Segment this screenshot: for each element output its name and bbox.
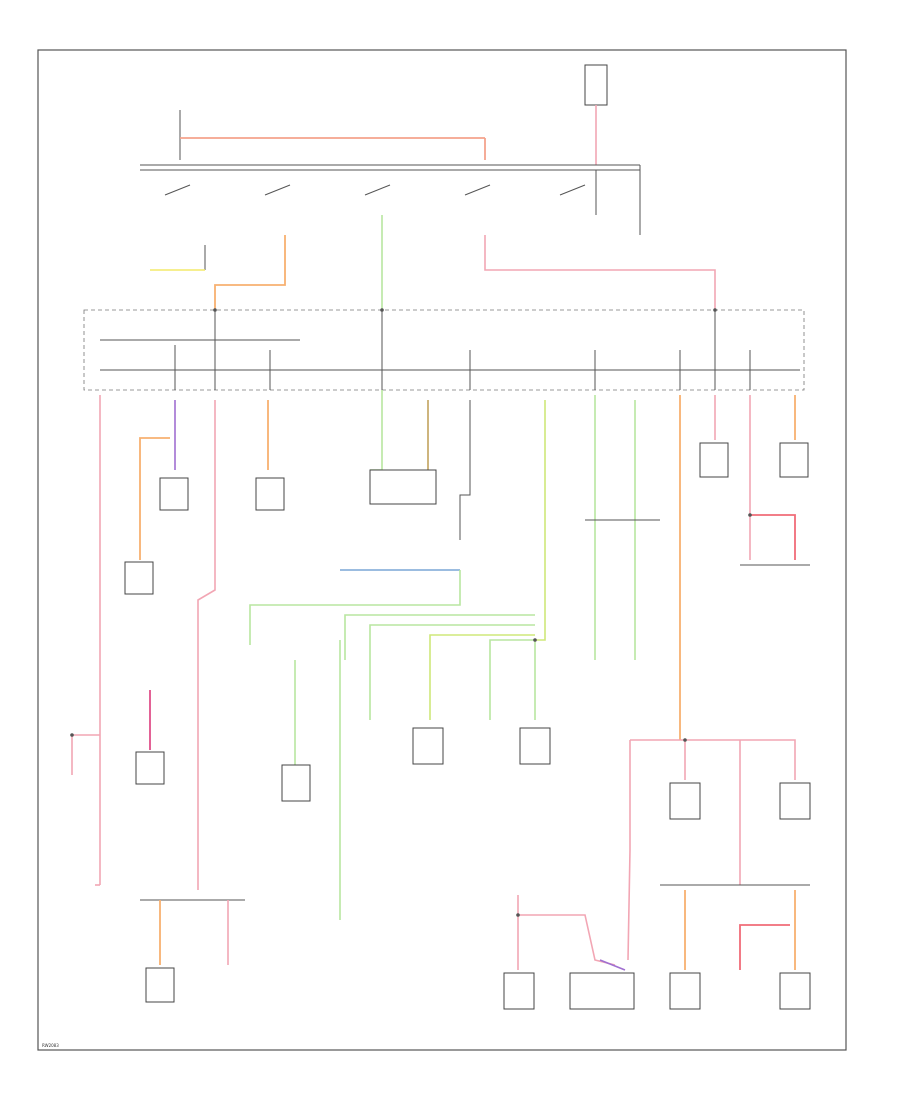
wire-center-switch [459,400,471,540]
junction-dot [213,308,217,312]
junction-dot [748,513,752,517]
junction-dot [380,308,384,312]
wire-purple-bottom [599,959,626,971]
wire-lime-loop [429,634,535,720]
component-left-1 [159,477,189,511]
component-left-2 [124,561,154,595]
component-right-1 [669,782,701,820]
wire-pink-right-bus [630,739,796,780]
wire-orange-switch2 [214,235,286,310]
wire-lime-right-center [535,400,546,641]
fuse-junction-top-right [584,64,608,106]
footer-code: RW2083 [42,1043,59,1048]
wire-green-loop-3 [369,624,535,720]
wire-green-loop-2 [344,614,535,660]
wire-pink-right-drop-2 [627,740,631,961]
wire-pink-switch4 [484,235,716,310]
component-right-top-2 [779,442,809,478]
switch-contact-5 [559,184,586,196]
component-bottom-right-1 [669,972,701,1010]
component-right-top-1 [699,442,729,478]
wire-green-loop-1 [249,570,461,645]
switch-contact-2 [264,184,291,196]
wire-pink-bottom-center [517,895,616,966]
component-center-1 [369,469,437,505]
wire-red-bottom-right [739,924,790,970]
switch-contact-3 [364,184,391,196]
junction-dot [683,738,687,742]
component-center-3 [412,727,444,765]
wire-green-center [370,390,383,471]
wire-green-loop-4 [489,639,535,720]
component-bottom-center-1 [503,972,535,1010]
diagram-frame [37,49,847,1051]
switch-contact-1 [164,184,191,196]
fuse-panel-outline [83,309,805,391]
switch-contact-4 [464,184,491,196]
component-left-4 [255,477,285,511]
component-left-3 [135,751,165,785]
junction-dot [713,308,717,312]
junction-dot [516,913,520,917]
component-bottom-right-2 [779,972,811,1010]
component-bottom-center-2 [569,972,635,1010]
junction-dot [70,733,74,737]
component-center-4 [519,727,551,765]
component-center-2 [281,764,311,802]
component-bottom-left-1 [145,967,175,1003]
wire-orange-left [139,437,170,560]
wire-pink-column2 [197,400,216,890]
junction-dot [533,638,537,642]
wire-red-right-mid [750,514,796,560]
component-right-2 [779,782,811,820]
